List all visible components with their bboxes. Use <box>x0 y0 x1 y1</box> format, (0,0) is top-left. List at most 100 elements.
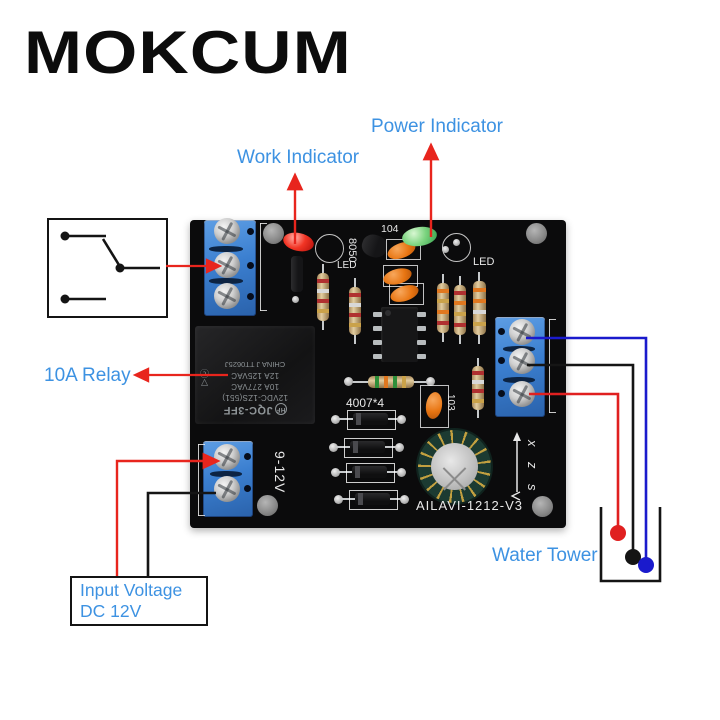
component-cylinder <box>291 256 303 292</box>
cqc-mark: ⓒ <box>200 368 210 378</box>
solder-dot <box>334 495 343 504</box>
relay-origin: CHINA J TT0625J <box>224 360 286 369</box>
silkscreen-model: AILAVI-1212-V3 <box>416 498 523 513</box>
silkscreen-led-right: LED <box>473 256 495 268</box>
standoff-top-left <box>263 223 284 244</box>
resistor-horizontal <box>368 376 414 388</box>
solder-dot <box>329 443 338 452</box>
silkscreen-probe-z: z <box>525 462 540 469</box>
wire-hole <box>498 390 505 397</box>
screw <box>509 319 535 345</box>
silkscreen-bracket <box>260 223 267 311</box>
screw <box>214 476 240 502</box>
certification-marks: ▽ ⓒ <box>200 368 209 388</box>
wire-hole <box>244 485 251 492</box>
silkscreen-box <box>389 283 424 305</box>
solder-dot <box>442 246 449 253</box>
solder-dot <box>344 377 353 386</box>
label-water-tower: Water Tower <box>492 545 598 566</box>
label-work-indicator: Work Indicator <box>237 147 360 168</box>
hf-logo: HF <box>274 403 287 415</box>
standoff-bottom-right <box>532 496 553 517</box>
solder-dot <box>331 415 340 424</box>
wire-hole <box>247 293 254 300</box>
silkscreen-probe-x: x <box>525 440 540 447</box>
probe-tip-red <box>610 525 626 541</box>
electrolytic-capacitor <box>418 430 491 503</box>
solder-dot <box>395 443 404 452</box>
input-voltage-line1: Input Voltage <box>80 580 183 600</box>
solder-dot <box>397 415 406 424</box>
diode-outline <box>346 463 395 483</box>
pcb-board: HFJQC-3FF 12VDC-1ZS(551) 10A 277VAC 12A … <box>190 218 566 528</box>
vde-mark: ▽ <box>201 378 208 388</box>
led-footprint-left <box>315 234 344 263</box>
screw <box>214 252 240 278</box>
terminal-block-switch <box>204 218 256 316</box>
float-switch-box <box>47 218 168 318</box>
terminal-slot <box>209 278 243 284</box>
screw <box>214 283 240 309</box>
input-voltage-line2: DC 12V <box>80 601 142 621</box>
terminal-slot <box>210 471 242 477</box>
diode-outline <box>347 410 396 430</box>
water-tank <box>599 507 662 583</box>
relay: HFJQC-3FF 12VDC-1ZS(551) 10A 277VAC 12A … <box>195 326 315 424</box>
diode-1n4007 <box>350 441 385 453</box>
diode-1n4007 <box>355 493 390 505</box>
relay-model: 12VDC-1ZS(551) <box>222 393 289 402</box>
wire-hole <box>244 453 251 460</box>
solder-dot <box>397 468 406 477</box>
solder-dot <box>331 468 340 477</box>
silkscreen-box <box>420 385 449 428</box>
float-switch-symbol <box>60 231 160 304</box>
terminal-block-probes <box>495 317 545 417</box>
silkscreen-8050: 8050 <box>346 238 358 263</box>
solder-dot <box>400 495 409 504</box>
standoff-bottom-left <box>257 495 278 516</box>
terminal-block-power <box>203 441 253 517</box>
relay-rating2: 12A 125VAC <box>230 371 280 380</box>
wire-hole <box>498 357 505 364</box>
wire-hole <box>247 262 254 269</box>
silkscreen-bracket <box>549 319 556 413</box>
relay-markings: HFJQC-3FF 12VDC-1ZS(551) 10A 277VAC 12A … <box>195 326 315 424</box>
silkscreen-103: 103 <box>445 394 456 411</box>
wire-hole <box>247 228 254 235</box>
solder-dot <box>453 239 460 246</box>
diode-outline <box>349 490 398 510</box>
brand-logo: MOKCUM <box>24 19 352 86</box>
diode-1n4007 <box>353 413 388 425</box>
input-voltage-box: Input Voltage DC 12V <box>70 576 208 626</box>
diode-outline <box>344 438 393 458</box>
work-led-red <box>281 229 316 255</box>
terminal-slot <box>503 377 535 383</box>
diode-1n4007 <box>352 466 387 478</box>
solder-dot <box>292 296 299 303</box>
resistor <box>317 264 329 330</box>
resistor <box>437 274 449 342</box>
relay-brand-line: HFJQC-3FF <box>223 403 287 416</box>
resistor <box>454 276 466 344</box>
resistor <box>472 358 484 418</box>
probe-tip-black <box>625 549 641 565</box>
screw <box>214 218 240 244</box>
screw <box>509 348 535 374</box>
silkscreen-probe-s: s <box>525 484 540 491</box>
standoff-top-right <box>526 223 547 244</box>
label-power-indicator: Power Indicator <box>371 116 504 137</box>
silkscreen-bracket <box>198 444 205 516</box>
label-10a-relay: 10A Relay <box>44 365 131 386</box>
silkscreen-led-left: LED <box>337 260 357 271</box>
silkscreen-9-12v: 9-12V <box>272 451 288 494</box>
wire-hole <box>498 328 505 335</box>
resistor <box>349 278 361 344</box>
solder-dot <box>426 377 435 386</box>
relay-rating1: 10A 277VAC <box>230 382 280 391</box>
screw <box>214 444 240 470</box>
resistor <box>473 272 486 344</box>
ic-chip <box>373 307 426 362</box>
probe-tip-blue <box>638 557 654 573</box>
ic-notch <box>385 310 391 316</box>
